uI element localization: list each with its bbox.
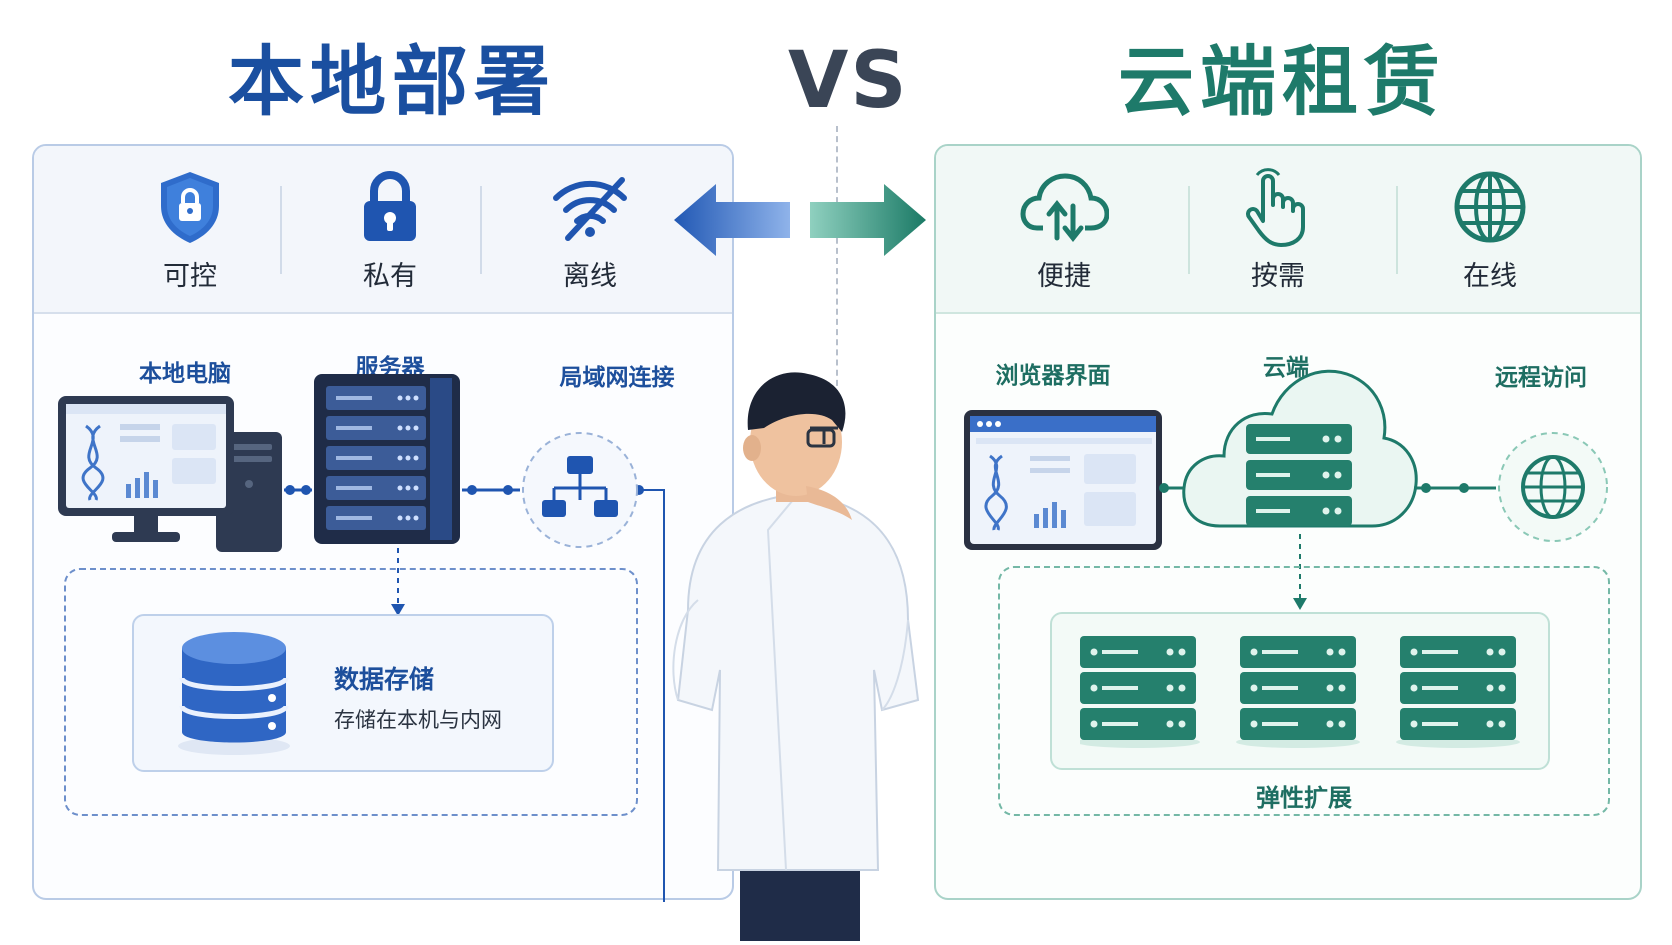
right-title: 云端租赁 bbox=[1118, 37, 1446, 126]
cloud-rental-panel: 便捷 按需 在线 bbox=[934, 144, 1642, 900]
node-label-browser: 浏览器界面 bbox=[995, 363, 1111, 389]
server-rack-icon bbox=[312, 370, 462, 550]
browser-window-icon bbox=[962, 408, 1164, 556]
database-icon bbox=[176, 628, 292, 762]
feature-separator bbox=[1396, 186, 1398, 274]
left-connectors bbox=[284, 485, 665, 902]
feature-separator bbox=[280, 186, 282, 274]
left-title: 本地部署 bbox=[228, 37, 556, 126]
node-label-lan: 局域网连接 bbox=[559, 365, 675, 391]
elastic-scaling-label: 弹性扩展 bbox=[1256, 784, 1352, 812]
feature-separator bbox=[1188, 186, 1190, 274]
node-label-remote-access: 远程访问 bbox=[1495, 365, 1587, 391]
cloud-sync-icon bbox=[994, 166, 1134, 248]
hand-pointer-icon bbox=[1208, 166, 1348, 248]
feature-label: 按需 bbox=[1251, 261, 1305, 292]
local-deployment-panel: 可控 私有 bbox=[32, 144, 734, 902]
left-feature-strip: 可控 私有 bbox=[34, 146, 732, 314]
node-label-local-pc: 本地电脑 bbox=[139, 361, 231, 387]
feature-offline: 离线 bbox=[520, 166, 660, 293]
vs-label: VS bbox=[788, 36, 909, 126]
storage-zone: 数据存储 存储在本机与内网 bbox=[64, 568, 638, 816]
feature-label: 便捷 bbox=[1037, 261, 1091, 292]
feature-on-demand: 按需 bbox=[1208, 166, 1348, 293]
feature-label: 离线 bbox=[563, 261, 617, 292]
server-stack-card bbox=[1050, 612, 1550, 770]
feature-private: 私有 bbox=[320, 166, 460, 293]
remote-globe-icon bbox=[1496, 430, 1610, 548]
globe-icon bbox=[1420, 166, 1560, 248]
padlock-icon bbox=[320, 166, 460, 248]
storage-title: 数据存储 bbox=[334, 665, 435, 694]
data-storage-card: 数据存储 存储在本机与内网 bbox=[132, 614, 554, 772]
center-divider bbox=[836, 126, 838, 396]
storage-subtitle: 存储在本机与内网 bbox=[334, 708, 502, 732]
scientist-figure bbox=[668, 370, 928, 945]
feature-label: 私有 bbox=[363, 261, 417, 292]
right-feature-strip: 便捷 按需 在线 bbox=[936, 146, 1640, 314]
wifi-off-icon bbox=[520, 166, 660, 248]
server-stack-icon bbox=[1076, 634, 1530, 754]
feature-label: 在线 bbox=[1463, 261, 1517, 292]
elastic-scaling-zone: 弹性扩展 bbox=[998, 566, 1610, 816]
cloud-server-icon bbox=[1180, 358, 1420, 538]
shield-lock-icon bbox=[120, 166, 260, 248]
feature-online: 在线 bbox=[1420, 166, 1560, 293]
arrow-left-icon bbox=[672, 180, 792, 264]
feature-separator bbox=[480, 186, 482, 274]
network-topology-icon bbox=[520, 430, 640, 554]
feature-convenient: 便捷 bbox=[994, 166, 1134, 293]
desktop-computer-icon bbox=[56, 392, 286, 560]
feature-label: 可控 bbox=[163, 261, 217, 292]
arrow-right-icon bbox=[808, 180, 928, 264]
feature-controllable: 可控 bbox=[120, 166, 260, 293]
node-label-cloud: 云端 bbox=[1263, 355, 1309, 381]
